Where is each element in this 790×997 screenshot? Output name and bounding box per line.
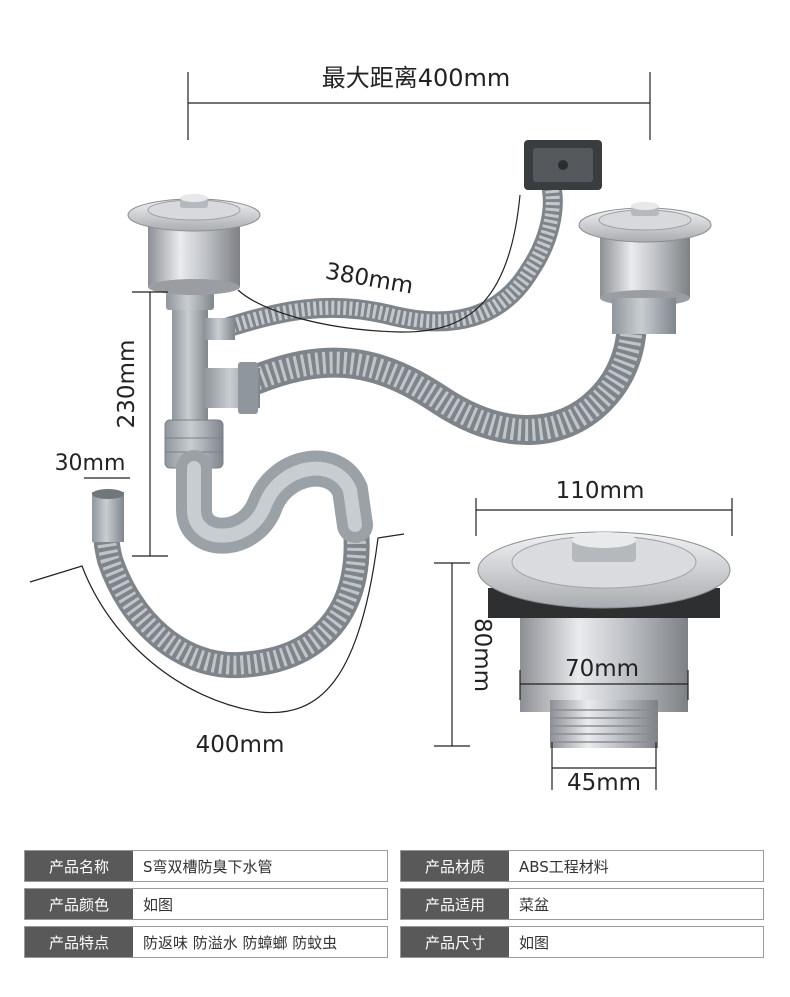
spec-cell-name: 产品名称 S弯双槽防臭下水管 bbox=[24, 850, 388, 882]
right-strainer bbox=[578, 202, 712, 334]
spec-cell-usage: 产品适用 菜盆 bbox=[400, 888, 764, 920]
overflow-outlet bbox=[524, 140, 602, 190]
spec-cell-size: 产品尺寸 如图 bbox=[400, 926, 764, 958]
spec-value: S弯双槽防臭下水管 bbox=[143, 857, 273, 876]
label-strainer-70: 70mm bbox=[565, 656, 639, 682]
spec-value: 防返味 防溢水 防蟑螂 防蚊虫 bbox=[143, 933, 338, 952]
label-hose-380: 380mm bbox=[323, 259, 415, 300]
label-strainer-110: 110mm bbox=[556, 478, 645, 504]
label-bottom-400: 400mm bbox=[196, 732, 285, 758]
label-height-230: 230mm bbox=[114, 340, 140, 429]
dimension-lines bbox=[29, 72, 733, 790]
spec-cell-features: 产品特点 防返味 防溢水 防蟑螂 防蚊虫 bbox=[24, 926, 388, 958]
drain-pipe-assembly bbox=[92, 140, 712, 679]
spec-label: 产品颜色 bbox=[25, 889, 133, 919]
spec-cell-color: 产品颜色 如图 bbox=[24, 888, 388, 920]
spec-row: 产品名称 S弯双槽防臭下水管 产品材质 ABS工程材料 bbox=[24, 850, 764, 882]
spec-label: 产品名称 bbox=[25, 851, 133, 881]
spec-label: 产品特点 bbox=[25, 927, 133, 957]
spec-table: 产品名称 S弯双槽防臭下水管 产品材质 ABS工程材料 产品颜色 如图 产品适用… bbox=[24, 850, 764, 964]
spec-label: 产品适用 bbox=[401, 889, 509, 919]
spec-value: 菜盆 bbox=[519, 895, 550, 914]
left-strainer bbox=[127, 194, 261, 295]
spec-label: 产品尺寸 bbox=[401, 927, 509, 957]
spec-value: 如图 bbox=[143, 895, 174, 914]
spec-row: 产品特点 防返味 防溢水 防蟑螂 防蚊虫 产品尺寸 如图 bbox=[24, 926, 764, 958]
label-max-distance: 最大距离400mm bbox=[322, 64, 511, 92]
label-tail-30: 30mm bbox=[55, 451, 126, 476]
strainer-detail bbox=[477, 531, 731, 748]
spec-cell-material: 产品材质 ABS工程材料 bbox=[400, 850, 764, 882]
spec-label: 产品材质 bbox=[401, 851, 509, 881]
spec-value: ABS工程材料 bbox=[519, 857, 609, 876]
label-strainer-80: 80mm bbox=[469, 618, 495, 692]
label-strainer-45: 45mm bbox=[567, 770, 641, 796]
spec-row: 产品颜色 如图 产品适用 菜盆 bbox=[24, 888, 764, 920]
spec-value: 如图 bbox=[519, 933, 550, 952]
product-diagram: 最大距离400mm 380mm 230mm 30mm 400mm 110mm 8… bbox=[29, 64, 733, 796]
